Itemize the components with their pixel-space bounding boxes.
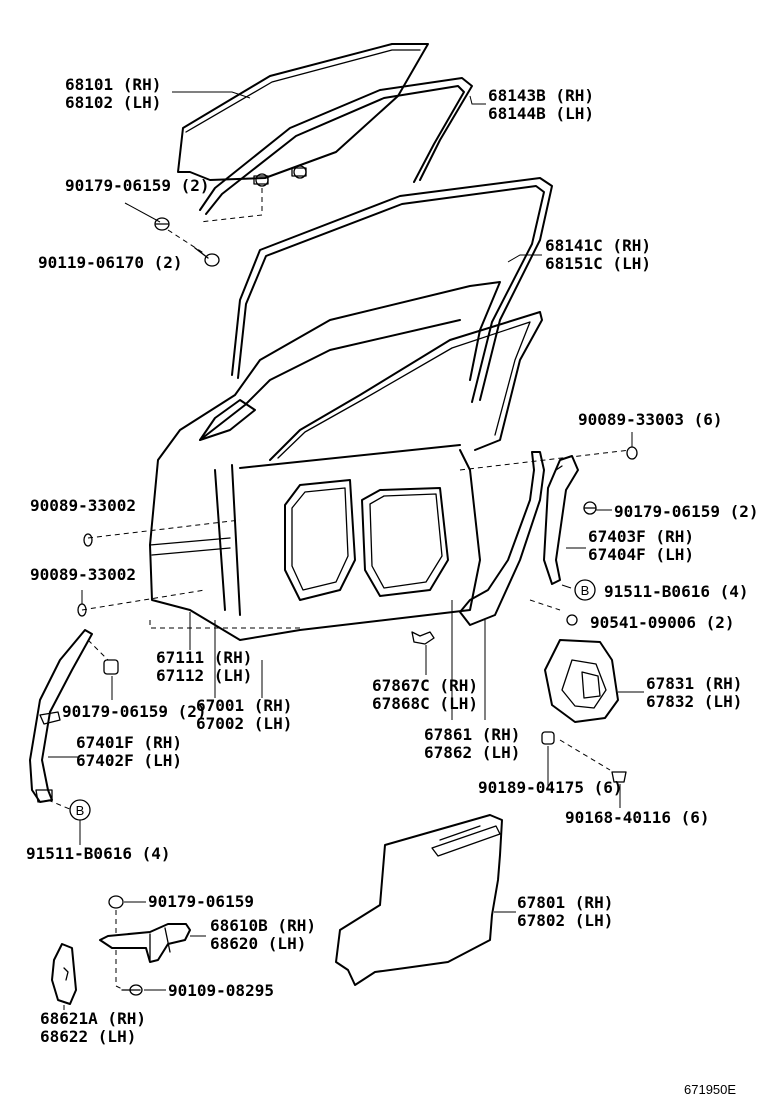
label-glass-rh: 68101 (RH): [65, 75, 161, 94]
dash-glass-bolt: [199, 188, 263, 223]
label-cover-lh: 68622 (LH): [40, 1027, 136, 1046]
label-clip-d: 90189-04175 (6): [478, 778, 623, 797]
dash-plug-6: [459, 449, 631, 471]
label-cover-rh: 68621A (RH): [40, 1009, 146, 1028]
clip-e-icon: [611, 771, 627, 783]
label-panel-lh: 67112 (LH): [156, 666, 252, 685]
label-service-rh: 67831 (RH): [646, 674, 742, 693]
label-hole-lh: 67868C (LH): [372, 694, 478, 713]
dash-clip-r: [529, 599, 561, 611]
label-reg-f-lh: 67402F (LH): [76, 751, 182, 770]
label-seal-lh: 67862 (LH): [424, 743, 520, 762]
label-bolt-b: 90119-06170 (2): [38, 253, 183, 272]
label-reg-r-rh: 67403F (RH): [588, 527, 694, 546]
label-door-lh: 67002 (LH): [196, 714, 292, 733]
door-glass: [177, 43, 429, 181]
label-clip-r: 90541-09006 (2): [590, 613, 735, 632]
label-run-rh: 68143B (RH): [488, 86, 594, 105]
label-panel-rh: 67111 (RH): [156, 648, 252, 667]
dash-plug-b: [81, 589, 206, 611]
weatherstrip: [231, 177, 553, 403]
front-regulator: [29, 629, 93, 803]
label-run-lh: 68144B (LH): [488, 104, 594, 123]
hole-cover-clip: [411, 631, 435, 645]
label-bolt-a: 90179-06159 (2): [65, 176, 210, 195]
label-bolt-h: 90109-08295: [168, 981, 274, 1000]
marker-b-r: B: [581, 583, 590, 598]
trim-board: [335, 814, 503, 986]
clip-d-icon: [541, 731, 555, 745]
label-check-lh: 68620 (LH): [210, 934, 306, 953]
bolt-b-icon: [194, 247, 220, 267]
label-bolt-g: 90179-06159: [148, 892, 254, 911]
leader-glass: [172, 91, 251, 99]
label-bolt-f: 90179-06159 (2): [62, 702, 207, 721]
label-trim-lh: 67802 (LH): [517, 911, 613, 930]
dash-bolt-f: [87, 639, 109, 661]
label-reg-f-rh: 67401F (RH): [76, 733, 182, 752]
plug-a-icon: [83, 533, 93, 547]
bolt-c-icon: [583, 501, 597, 515]
leader-marker-b-r: [561, 584, 572, 589]
rear-regulator: [543, 455, 579, 585]
label-check-rh: 68610B (RH): [210, 916, 316, 935]
label-screw-r: 91511-B0616 (4): [604, 582, 749, 601]
label-weather-rh: 68141C (RH): [545, 236, 651, 255]
label-glass-lh: 68102 (LH): [65, 93, 161, 112]
label-plug-6: 90089-33003 (6): [578, 410, 723, 429]
label-door-rh: 67001 (RH): [196, 696, 292, 715]
dash-clip-e: [559, 739, 611, 771]
service-cover: [544, 639, 619, 723]
leader-weather: [507, 254, 542, 263]
diagram-id: 671950E: [684, 1082, 736, 1097]
hinge-cover: [51, 943, 77, 1005]
bolt-a-icon: [154, 217, 170, 231]
plug-6-icon: [626, 446, 638, 460]
marker-b-f: B: [76, 803, 85, 818]
label-hole-rh: 67867C (RH): [372, 676, 478, 695]
bolt-f-icon: [103, 659, 119, 675]
label-screw-f: 91511-B0616 (4): [26, 844, 171, 863]
clip-r-icon: [566, 614, 578, 626]
door-check: [99, 923, 191, 963]
leader-run: [469, 95, 486, 105]
bolt-h-icon: [121, 984, 143, 996]
label-plug-a: 90089-33002: [30, 496, 136, 515]
dash-bolt-b: [167, 229, 206, 255]
label-trim-rh: 67801 (RH): [517, 893, 613, 912]
run-channel: [199, 77, 473, 215]
door-shell: [149, 281, 543, 641]
label-seal-rh: 67861 (RH): [424, 725, 520, 744]
glass-run-strip: [459, 451, 545, 626]
label-plug-b: 90089-33002: [30, 565, 136, 584]
bolt-g-icon: [108, 895, 124, 909]
label-clip-e: 90168-40116 (6): [565, 808, 710, 827]
label-reg-r-lh: 67404F (LH): [588, 545, 694, 564]
leader-bolt-a: [124, 202, 161, 223]
dash-marker-b-f: [47, 799, 73, 811]
dash-plug-a: [87, 519, 241, 539]
label-bolt-c: 90179-06159 (2): [614, 502, 759, 521]
glass-bolts: [253, 165, 307, 187]
dash-bolt-h: [115, 950, 125, 991]
marker-b-circle-r: [574, 579, 596, 601]
marker-b-circle-f: [69, 799, 91, 821]
dash-door-bottom: [149, 620, 300, 629]
label-service-lh: 67832 (LH): [646, 692, 742, 711]
label-weather-lh: 68151C (LH): [545, 254, 651, 273]
